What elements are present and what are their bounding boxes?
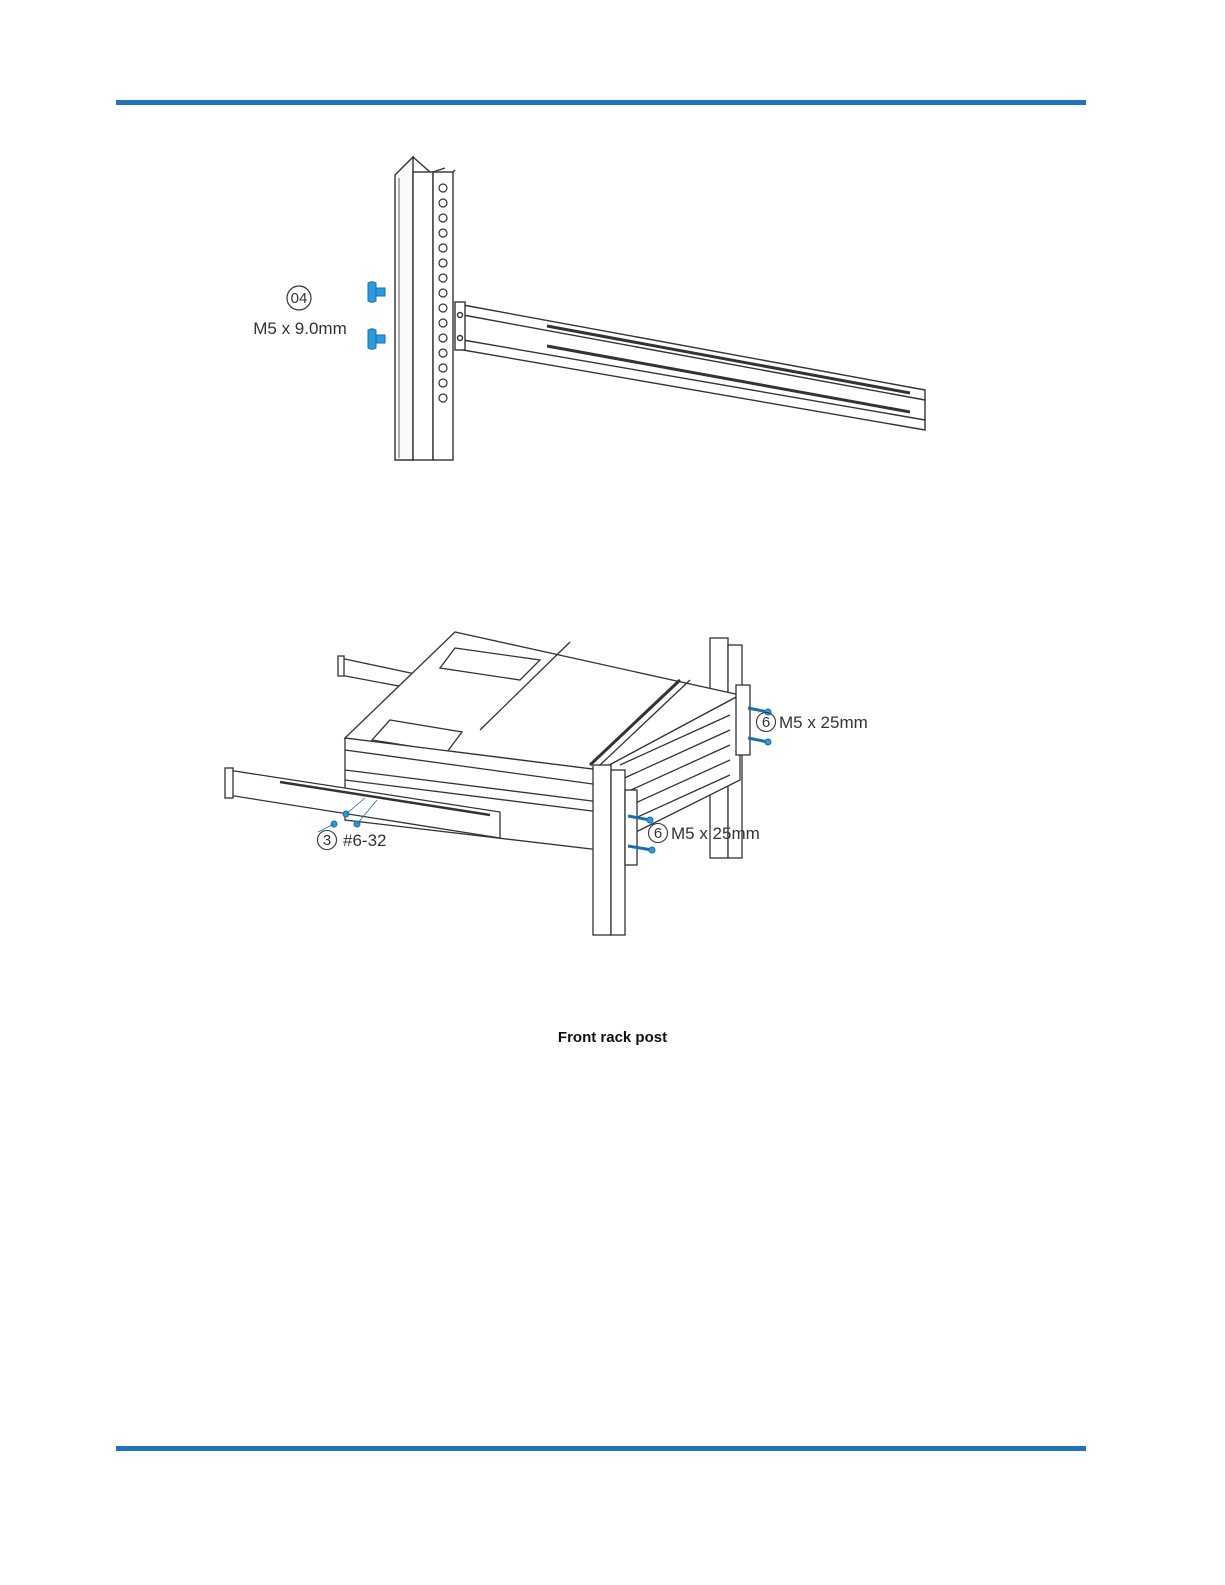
figure-chassis-in-rack: 6 M5 x 25mm 6 M5 x 25mm 3 #6-32 — [0, 620, 1225, 950]
callout-rear-label: M5 x 25mm — [779, 713, 868, 732]
callout-side-count: 3 — [323, 832, 331, 849]
post-hole — [439, 334, 447, 342]
footer-rule — [116, 1446, 1086, 1451]
post-hole — [439, 394, 447, 402]
rear-bracket — [736, 685, 750, 755]
header-rule — [116, 100, 1086, 105]
callout-rear-count: 6 — [762, 714, 770, 731]
post-hole — [439, 319, 447, 327]
post-hole — [439, 304, 447, 312]
post-hole — [439, 274, 447, 282]
figure-caption: Front rack post — [0, 1029, 1225, 1046]
post-hole — [439, 184, 447, 192]
callout-front-label: M5 x 25mm — [671, 824, 760, 843]
screw-icon — [368, 329, 385, 349]
callout-count: 04 — [291, 290, 308, 307]
post-hole — [439, 229, 447, 237]
rail — [455, 302, 925, 430]
post-hole — [439, 259, 447, 267]
screw-icon — [368, 282, 385, 302]
post-hole — [439, 214, 447, 222]
figure-rail-to-post: 04 M5 x 9.0mm — [0, 150, 1225, 470]
screw-label: M5 x 9.0mm — [253, 319, 347, 338]
callout-front-count: 6 — [654, 825, 662, 842]
callout-side-label: #6-32 — [343, 831, 386, 850]
rack-post-holes — [439, 184, 447, 402]
post-hole — [439, 289, 447, 297]
post-hole — [439, 379, 447, 387]
post-hole — [439, 364, 447, 372]
post-hole — [439, 349, 447, 357]
post-hole — [439, 244, 447, 252]
post-hole — [439, 199, 447, 207]
screw-icon — [748, 738, 771, 745]
front-rack-post — [593, 765, 637, 935]
